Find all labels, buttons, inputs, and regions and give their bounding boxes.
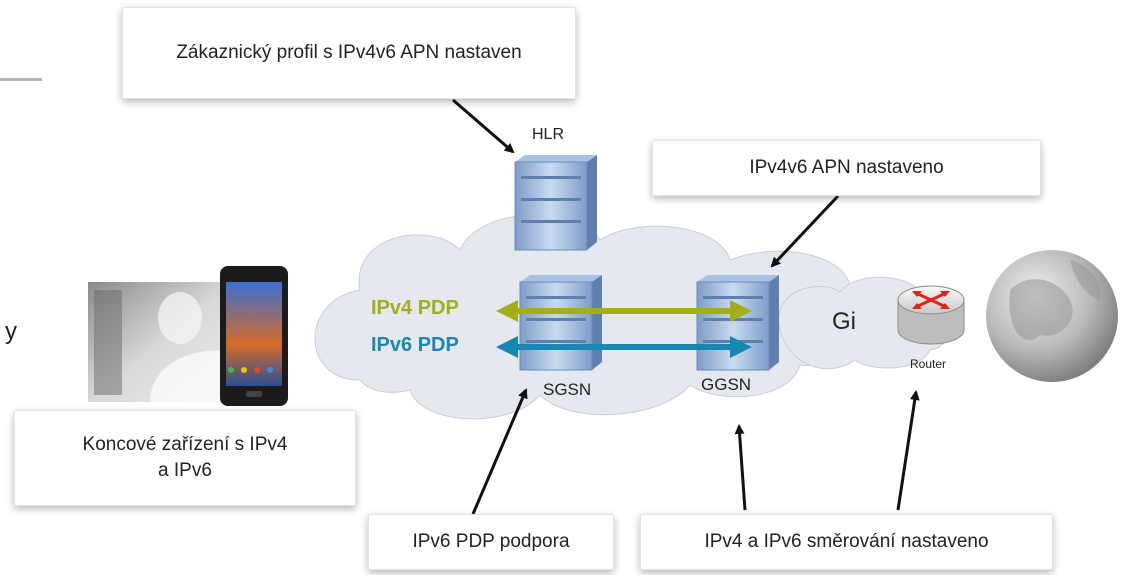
callout-device-line1: Koncové zařízení s IPv4: [82, 434, 288, 456]
callout-routing-text: IPv4 a IPv6 směrování nastaveno: [704, 531, 989, 553]
callout-pdp-support-text: IPv6 PDP podpora: [412, 531, 570, 553]
callout-apn-set-text: IPv4v6 APN nastaveno: [749, 157, 944, 179]
pointer-arrow-router: [896, 390, 920, 511]
ggsn-label: GGSN: [701, 375, 752, 394]
ipv6-pdp-label: IPv6 PDP: [371, 334, 459, 356]
pointer-arrow-ggsn-routing: [734, 424, 747, 511]
pointer-arrow-sgsn: [471, 388, 528, 515]
smartphone-icon: [220, 266, 288, 406]
pointer-arrow-ggsn: [770, 194, 840, 268]
edge-stub-line: [0, 78, 42, 81]
callout-apn-set: IPv4v6 APN nastaveno: [652, 140, 1041, 196]
server-icon: [519, 275, 602, 371]
server-icon: [514, 155, 597, 251]
hlr-label: HLR: [532, 126, 565, 143]
ipv6-pdp-arrow: [496, 336, 752, 358]
sgsn-label: SGSN: [543, 380, 592, 399]
router-icon: [897, 285, 965, 345]
callout-device-line2: a IPv6: [158, 460, 212, 481]
gi-label: Gi: [832, 308, 856, 335]
callout-pdp-support: IPv6 PDP podpora: [368, 514, 614, 570]
ipv4-pdp-arrow: [496, 300, 752, 322]
callout-hlr-profile-text: Zákaznický profil s IPv4v6 APN nastaven: [176, 42, 522, 64]
server-icon: [696, 275, 779, 371]
edge-fragment-text: y: [5, 318, 17, 345]
globe-icon: [986, 250, 1118, 382]
callout-device: Koncové zařízení s IPv4 a IPv6: [14, 410, 356, 506]
callout-hlr-profile: Zákaznický profil s IPv4v6 APN nastaven: [122, 7, 576, 99]
ipv4-pdp-label: IPv4 PDP: [371, 297, 459, 319]
pointer-arrow-hlr: [452, 98, 515, 154]
person-photo: [88, 282, 236, 402]
callout-routing: IPv4 a IPv6 směrování nastaveno: [640, 514, 1053, 570]
router-label: Router: [910, 357, 947, 371]
